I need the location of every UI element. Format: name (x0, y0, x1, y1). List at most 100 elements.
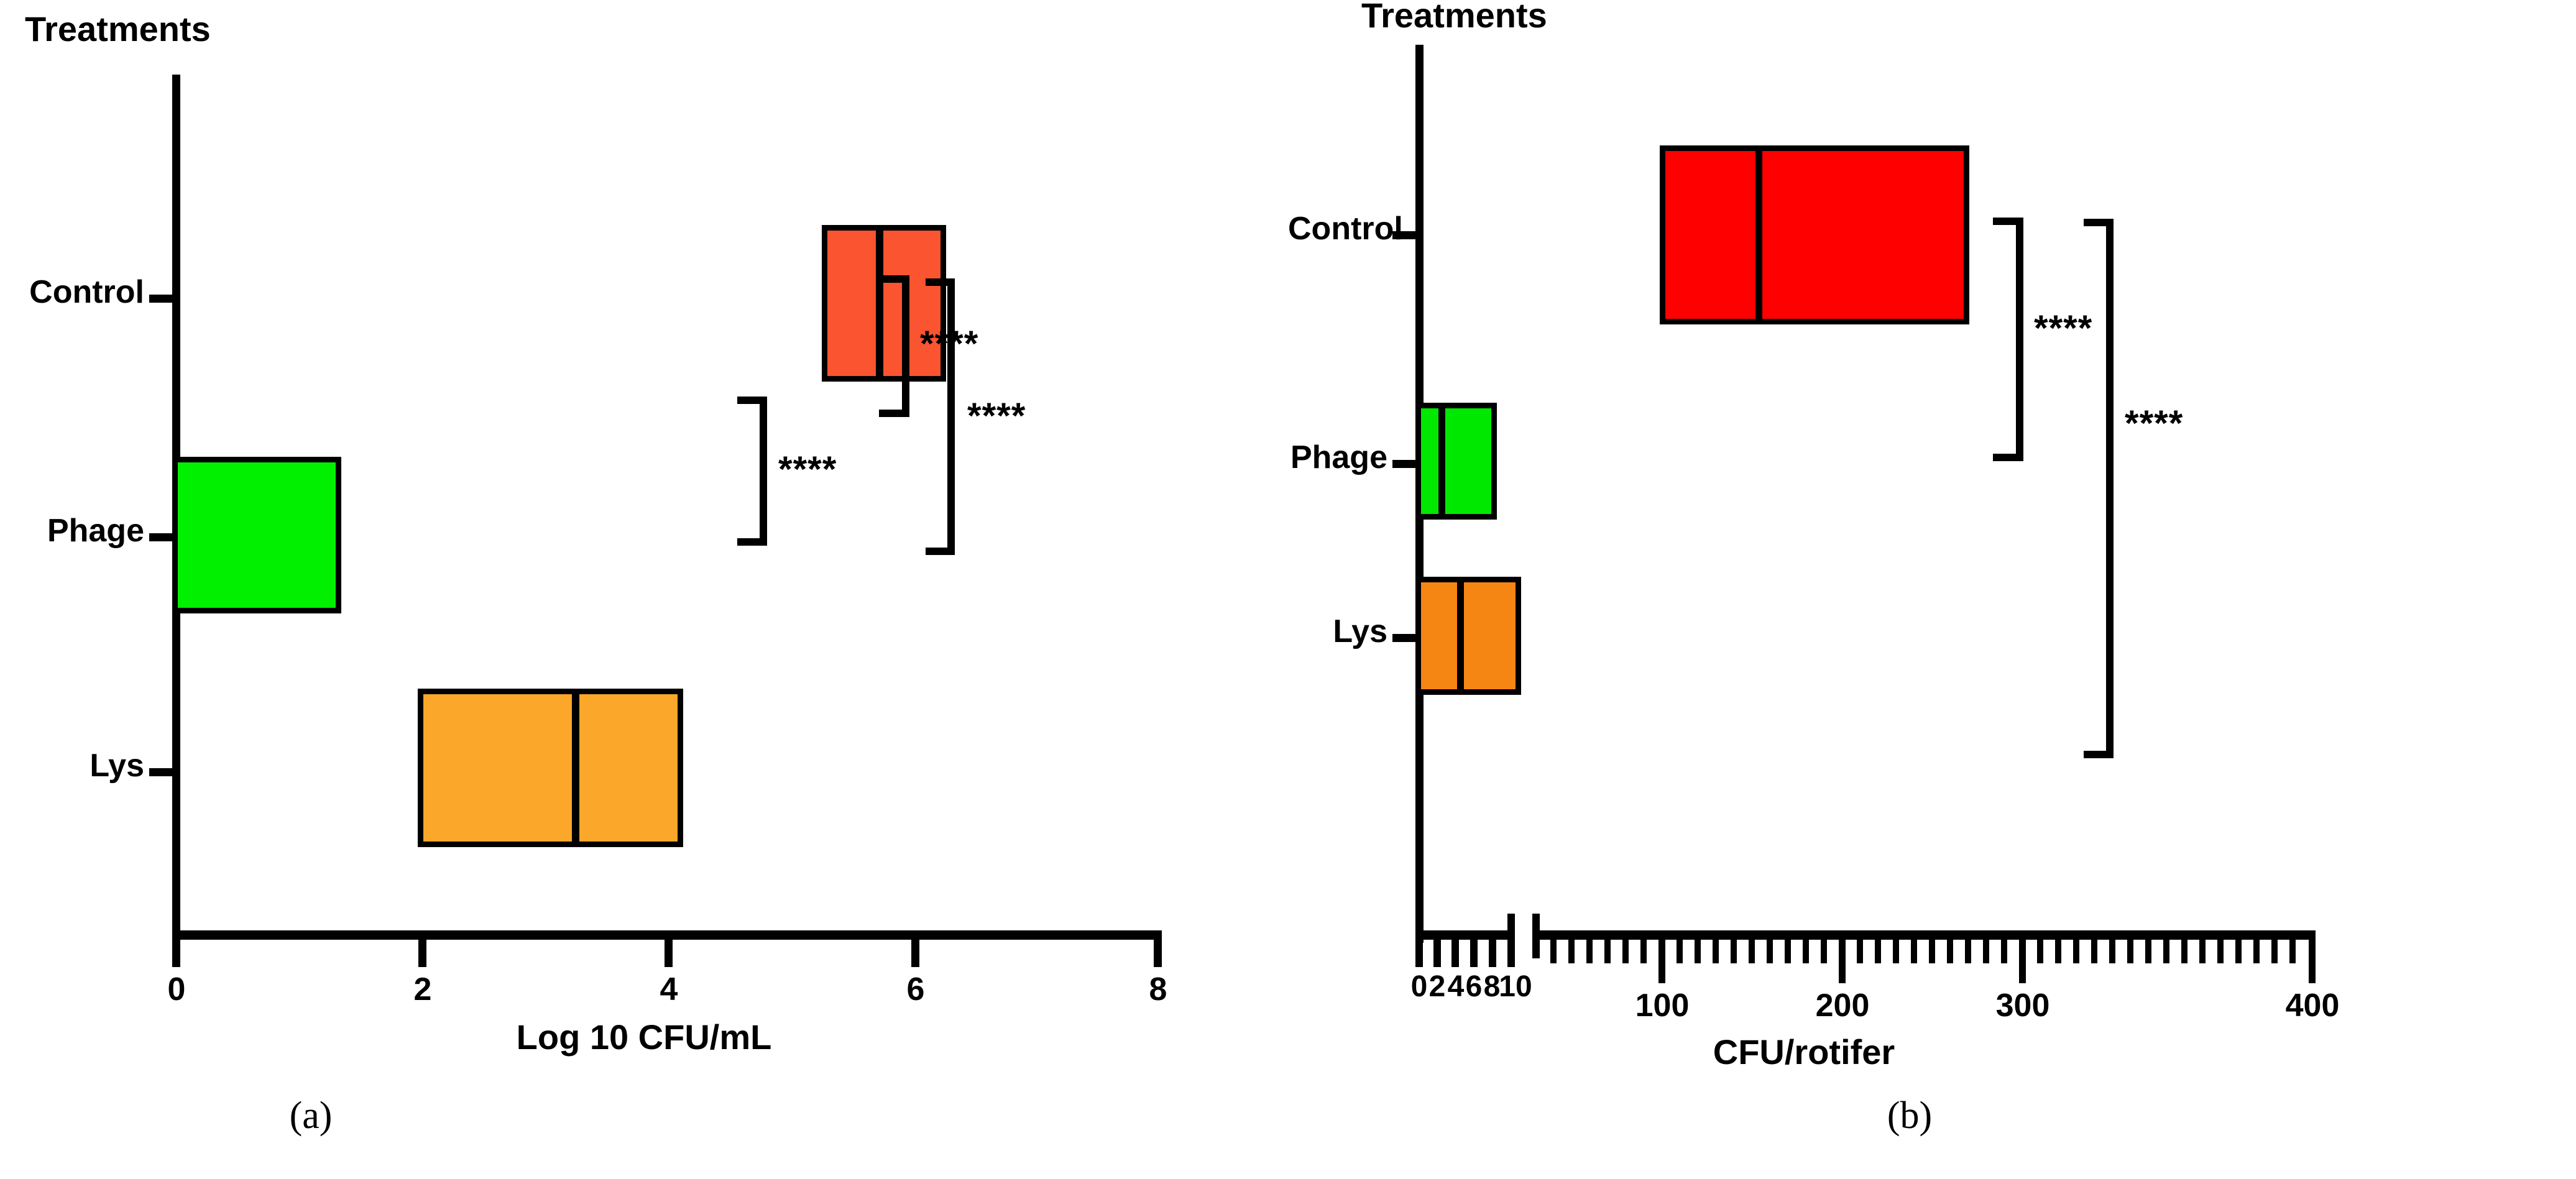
panel-a-ytick-phage (149, 533, 177, 541)
panel-b-y-axis-title: Treatments (1361, 0, 1547, 35)
panel-b-xminortick (2073, 940, 2079, 963)
panel-b-xticklabel-200: 200 (1815, 988, 1870, 1024)
panel-b-xminortick (1749, 940, 1755, 963)
panel-b-xtick-6 (1470, 940, 1478, 967)
panel-b-xminortick (1677, 940, 1683, 963)
panel-b-xtick-2 (1433, 940, 1441, 967)
panel-a-y-axis-title: Treatments (25, 9, 211, 48)
panel-a-xtick-0 (172, 940, 180, 967)
panel-b-xminortick (1586, 940, 1593, 963)
panel-b-xminortick (1640, 940, 1647, 963)
panel-b-xminortick (2199, 940, 2206, 963)
panel-a-sig-label-3: **** (778, 449, 837, 490)
panel-b-xticklabel-300: 300 (1995, 988, 2050, 1024)
panel-b-xminortick (1568, 940, 1575, 963)
panel-b-xminortick (2217, 940, 2224, 963)
panel-b-box-lys (1415, 577, 1521, 695)
panel-a-category-label-lys: Lys (90, 748, 144, 784)
panel-a-xtick-2 (418, 940, 426, 967)
panel-a-xticklabel-3: 6 (906, 971, 925, 1007)
panel-b-xminortick (2037, 940, 2043, 963)
panel-b-xmajortick-300 (2019, 940, 2026, 983)
panel-b-xminortick (1604, 940, 1611, 963)
panel-b-xminortick (1893, 940, 1899, 963)
panel-b-xminortick (2001, 940, 2007, 963)
panel-b-category-label-lys: Lys (1333, 613, 1387, 649)
panel-b-box-control (1660, 145, 1969, 324)
panel-b-median-control (1755, 145, 1762, 324)
panel-b-xticklabel-100: 100 (1635, 988, 1690, 1024)
panel-b-xminortick (2181, 940, 2187, 963)
panel-b: Treatments Control Phage Lys 0 2 4 6 8 1… (1288, 0, 2576, 1179)
panel-b-xmajortick-100 (1658, 940, 1665, 983)
panel-b-ytick-lys (1392, 634, 1420, 642)
panel-a-x-axis (172, 930, 1162, 940)
panel-b-xtick-10 (1507, 940, 1515, 967)
panel-a-ytick-control (149, 295, 177, 303)
panel-b-caption: (b) (1887, 1094, 1933, 1137)
panel-b-ytick-phage (1392, 460, 1420, 468)
panel-a-xtick-4 (665, 940, 673, 967)
panel-a: Treatments Control Phage Lys 0 2 4 6 8 L… (25, 9, 1167, 1137)
panel-a-box-lys (418, 689, 683, 847)
panel-b-xminortick (1731, 940, 1737, 963)
panel-b-xminortick (1821, 940, 1827, 963)
panel-b-xminortick (2271, 940, 2278, 963)
panel-b-xminortick (2163, 940, 2169, 963)
panel-b-xminortick (1875, 940, 1881, 963)
panel-b-xticklabel-8: 8 (1483, 970, 1501, 1003)
panel-b-xminortick (1695, 940, 1701, 963)
panel-a-median-lys (572, 689, 579, 847)
panel-b-xtick-4 (1451, 940, 1459, 967)
panel-b-xminortick (1911, 940, 1917, 963)
panel-b-xticklabel-2: 2 (1428, 970, 1446, 1003)
panel-b-ytick-control (1392, 231, 1420, 239)
panel-b-category-label-phage: Phage (1290, 439, 1387, 475)
panel-b-xticklabel-10: 10 (1499, 970, 1532, 1003)
panel-b-median-phage (1438, 403, 1445, 520)
panel-b-xminortick (1622, 940, 1629, 963)
panel-b-xminortick (2109, 940, 2115, 963)
panel-b-xminortick (1983, 940, 1989, 963)
panel-b-x-axis-segment-high (1532, 930, 2316, 940)
panel-b-xtick-0 (1415, 940, 1423, 967)
panel-b-xminortick (2253, 940, 2260, 963)
panel-a-box-phage (172, 457, 341, 613)
panel-b-xminortick (1785, 940, 1791, 963)
panel-b-box-phage (1415, 403, 1497, 520)
panel-b-xminortick (2235, 940, 2242, 963)
panel-b-xticklabel-6: 6 (1465, 970, 1483, 1003)
panel-a-xticklabel-4: 8 (1149, 971, 1167, 1007)
panel-a-xticklabel-2: 4 (660, 971, 678, 1007)
panel-a-xticklabel-0: 0 (167, 971, 186, 1007)
panel-b-median-lys (1457, 577, 1464, 695)
panel-b-xminortick (2127, 940, 2133, 963)
panel-a-xticklabel-1: 2 (413, 971, 432, 1007)
panel-b-xminortick (1947, 940, 1953, 963)
panel-b-x-axis-title: CFU/rotifer (1713, 1032, 1895, 1071)
panel-b-category-label-control: Control (1288, 211, 1403, 247)
panel-b-xticklabel-0: 0 (1410, 970, 1428, 1003)
panel-a-box-control (822, 225, 946, 382)
panel-b-xminortick (2091, 940, 2097, 963)
panel-b-xminortick (1929, 940, 1935, 963)
panel-b-xminortick (1965, 940, 1971, 963)
panel-b-xtick-8 (1489, 940, 1496, 967)
panel-a-category-label-phage: Phage (47, 513, 144, 549)
panel-b-x-axis-segment-low (1415, 930, 1515, 940)
panel-b-xticklabel-400: 400 (2285, 988, 2340, 1024)
panel-b-xminortick (1857, 940, 1863, 963)
panel-b-xminortick (2289, 940, 2296, 963)
panel-a-category-label-control: Control (29, 274, 144, 310)
panel-a-ytick-lys (149, 768, 177, 776)
panel-b-xmajortick-400 (2309, 940, 2316, 983)
panel-a-xtick-8 (1154, 940, 1162, 967)
panel-b-xminortick (1767, 940, 1773, 963)
panel-b-xminortick (2055, 940, 2061, 963)
panel-b-sig-label-1: **** (2034, 308, 2093, 349)
panel-a-x-axis-title: Log 10 CFU/mL (516, 1017, 772, 1057)
panel-a-xtick-6 (911, 940, 919, 967)
panel-b-xminortick (1550, 940, 1557, 963)
panel-b-xminortick (1713, 940, 1719, 963)
